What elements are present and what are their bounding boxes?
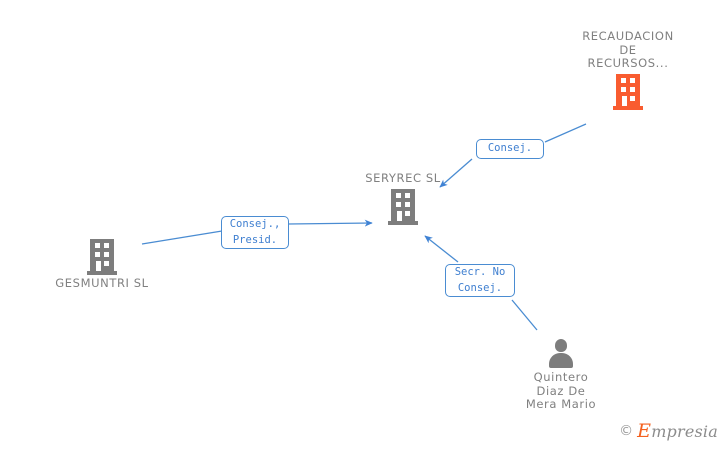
node-gesmuntri-label: GESMUNTRI SL xyxy=(55,276,149,290)
building-icon xyxy=(388,188,418,225)
person-icon xyxy=(546,339,576,369)
edge-label-secr-no-consej[interactable]: Secr. No Consej. xyxy=(445,264,515,297)
node-quintero-label: Quintero Diaz De Mera Mario xyxy=(525,370,597,412)
edge-label-consej[interactable]: Consej. xyxy=(476,139,544,159)
empresia-watermark: © Empresia xyxy=(619,420,718,442)
edge-gesmuntri-seryrec xyxy=(141,219,373,245)
building-icon xyxy=(613,73,643,110)
node-quintero[interactable]: Quintero Diaz De Mera Mario xyxy=(501,339,621,412)
node-recaudacion[interactable]: RECAUDACION DE RECURSOS... xyxy=(553,29,703,110)
copyright-icon: © xyxy=(619,423,634,439)
brand-rest: mpresia xyxy=(651,422,718,441)
brand-wordmark: Empresia xyxy=(637,420,718,442)
node-seryrec-label: SERYREC SL xyxy=(365,171,441,185)
building-icon xyxy=(87,239,117,275)
edge-recaudacion-seryrec xyxy=(439,123,587,188)
node-seryrec[interactable]: SERYREC SL xyxy=(343,171,463,225)
edge-label-consej-presid[interactable]: Consej., Presid. xyxy=(221,216,289,249)
brand-initial: E xyxy=(637,420,652,442)
edge-quintero-seryrec xyxy=(424,235,538,331)
node-gesmuntri[interactable]: GESMUNTRI SL xyxy=(42,239,162,291)
node-recaudacion-label: RECAUDACION DE RECURSOS... xyxy=(582,29,674,71)
